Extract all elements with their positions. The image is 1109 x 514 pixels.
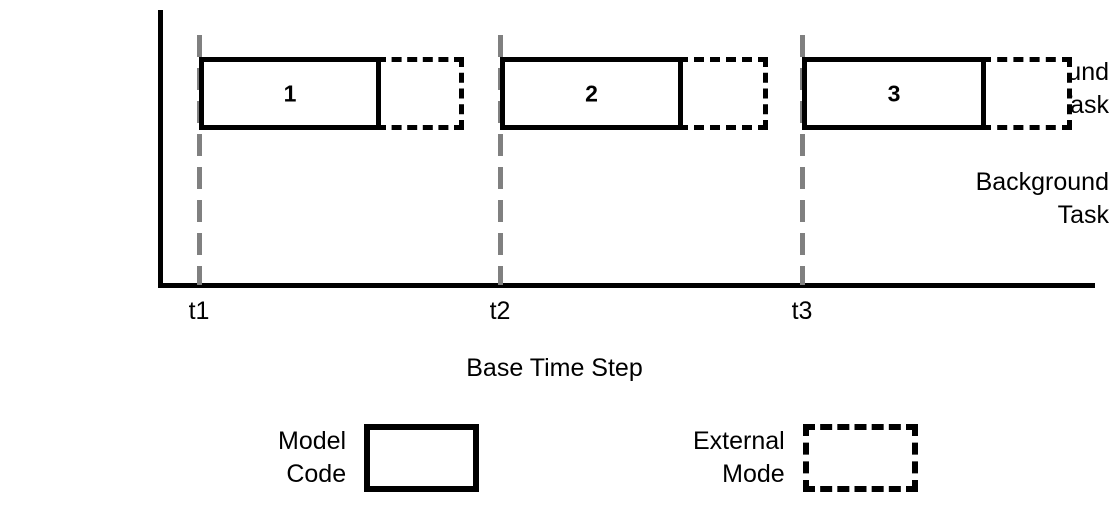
legend-label-model-code: Model Code — [278, 427, 347, 488]
legend-item-model-code: Model Code — [278, 424, 480, 492]
legend-item-external-mode: External Mode — [693, 424, 918, 492]
external-mode-box-2[interactable] — [678, 57, 768, 130]
x-axis-title: Base Time Step — [466, 354, 643, 382]
model-code-box-3[interactable]: 3 — [802, 57, 986, 130]
task-number-label: 1 — [283, 80, 297, 106]
x-tick-label-t3: t3 — [791, 297, 813, 325]
legend-label-external-mode: External Mode — [693, 427, 785, 488]
row-label-background-task: Background Task — [975, 168, 1109, 229]
x-tick-label-t2: t2 — [489, 297, 511, 325]
task-number-label: 2 — [585, 80, 598, 106]
model-code-box-1[interactable]: 1 — [199, 57, 381, 130]
external-mode-box-1[interactable] — [376, 57, 464, 130]
legend-swatch-external-mode — [802, 424, 918, 492]
gridline-t3 — [800, 35, 805, 285]
model-code-box-2[interactable]: 2 — [500, 57, 683, 130]
y-axis-line — [158, 10, 163, 288]
gridline-t2 — [498, 35, 503, 285]
task-number-label: 3 — [887, 80, 901, 106]
external-mode-box-3[interactable] — [981, 57, 1072, 130]
legend-swatch-model-code — [364, 424, 480, 492]
x-axis-line — [158, 283, 1095, 288]
gridline-t1 — [197, 35, 202, 285]
x-tick-label-t1: t1 — [188, 297, 210, 325]
